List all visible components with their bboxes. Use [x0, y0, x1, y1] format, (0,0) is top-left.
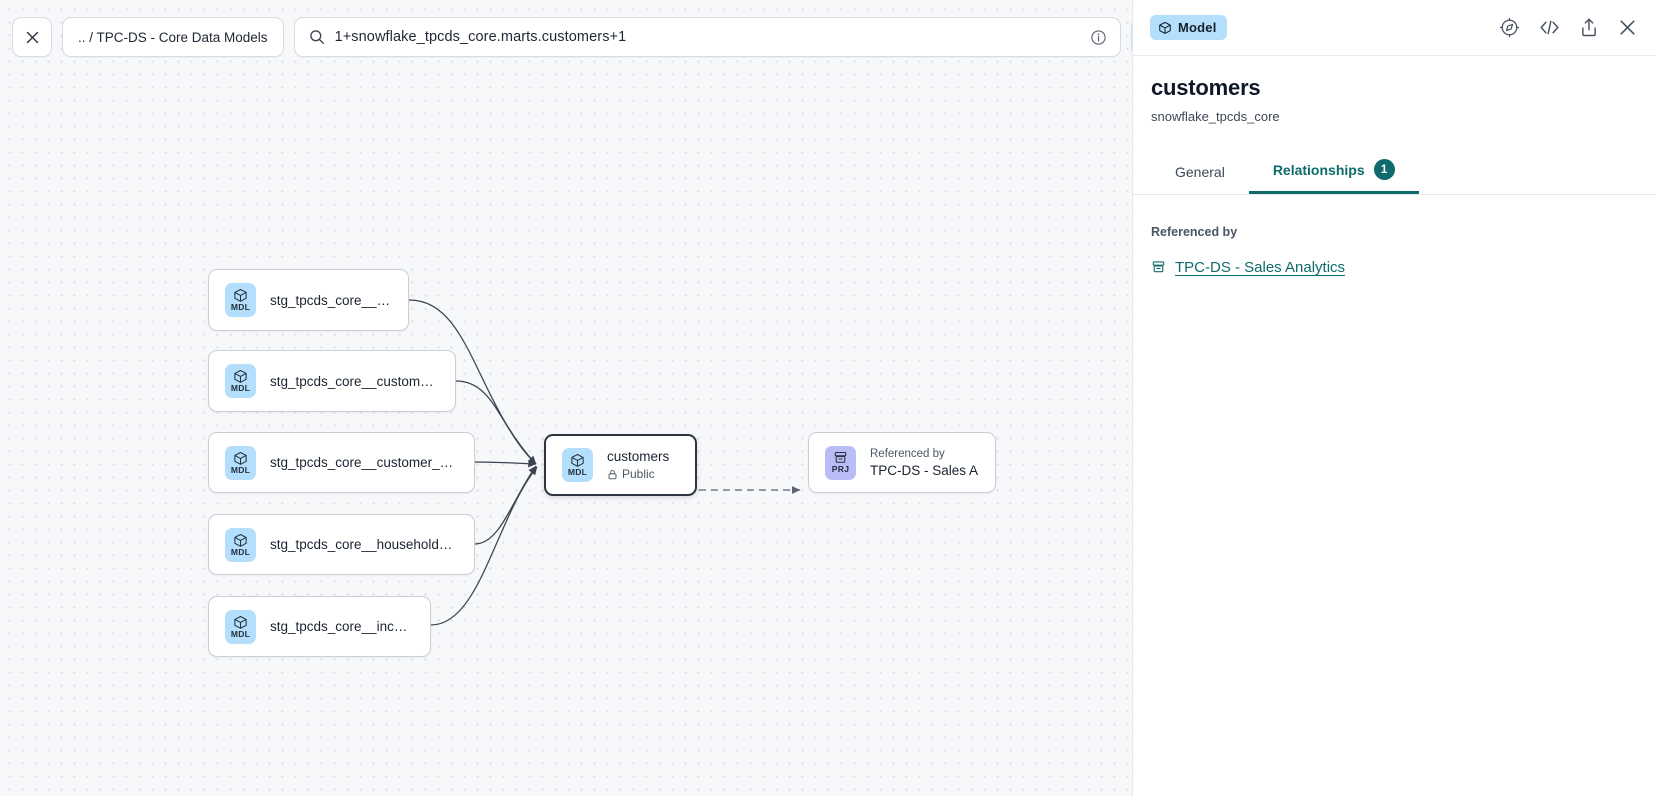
model-chip: MDL [225, 283, 256, 317]
search-icon [309, 30, 324, 44]
lineage-edges [408, 299, 801, 626]
graph-node-upstream[interactable]: MDL stg_tpcds_core__customer_demogra… [208, 432, 475, 493]
graph-node-focus[interactable]: MDL customers Public [544, 434, 697, 496]
graph-node-upstream[interactable]: MDL stg_tpcds_core__household_demogr… [208, 514, 475, 575]
tab-label: Relationships [1272, 161, 1365, 178]
panel-tabs: General Relationships 1 [1133, 149, 1656, 195]
model-chip: MDL [225, 364, 256, 398]
refresh-button[interactable] [1130, 17, 1132, 57]
chip-code: MDL [230, 464, 251, 475]
node-label: stg_tpcds_core__customer_demogra… [270, 455, 458, 470]
model-chip: MDL [562, 448, 593, 482]
tab-relationships[interactable]: Relationships 1 [1248, 149, 1419, 194]
tab-general[interactable]: General [1151, 154, 1249, 194]
reference-link[interactable]: TPC-DS - Sales Analytics [1175, 259, 1346, 276]
page-title: customers [1151, 75, 1261, 100]
node-title: TPC-DS - Sales Analytics [870, 462, 979, 478]
chip-code: PRJ [831, 464, 850, 474]
panel-actions [1499, 17, 1638, 38]
chip-code: MDL [230, 302, 251, 312]
panel-header: customers snowflake_tpcds_core [1133, 56, 1656, 124]
cube-icon [234, 451, 247, 465]
model-chip: MDL [225, 445, 256, 480]
cube-icon [234, 533, 247, 547]
model-chip: MDL [225, 527, 256, 562]
close-lineage-button[interactable] [12, 17, 52, 57]
info-icon[interactable] [1090, 29, 1107, 46]
panel-subtitle: snowflake_tpcds_core [1151, 109, 1280, 124]
graph-node-upstream[interactable]: MDL stg_tpcds_core__income_band [208, 596, 431, 657]
code-icon[interactable] [1538, 18, 1561, 37]
list-item[interactable]: TPC-DS - Sales Analytics [1151, 259, 1638, 276]
node-title: customers [607, 449, 670, 464]
archive-icon [1152, 261, 1165, 273]
cube-icon [234, 369, 247, 383]
node-body: customers Public [607, 449, 669, 481]
cube-icon [234, 288, 247, 302]
close-icon[interactable] [1617, 17, 1638, 38]
project-chip: PRJ [825, 445, 856, 480]
search-input[interactable] [334, 29, 1080, 45]
model-chip: MDL [225, 609, 256, 644]
panel-toolbar: Model [1133, 0, 1656, 56]
node-label: stg_tpcds_core__income_band [270, 619, 414, 634]
visibility-label: Public [622, 467, 655, 481]
cube-icon [1159, 21, 1171, 34]
lineage-canvas[interactable]: .. / TPC-DS - Core Data Models [0, 0, 1132, 796]
status-badge-label: Model [1178, 20, 1217, 35]
node-kicker: Referenced by [870, 447, 945, 460]
node-label: stg_tpcds_core__household_demogr… [270, 537, 458, 552]
details-panel: Model [1132, 0, 1656, 796]
cube-icon [234, 615, 247, 629]
tab-badge: 1 [1373, 159, 1395, 180]
panel-body: Referenced by TPC-DS - Sales Analytics [1133, 195, 1656, 796]
explore-icon[interactable] [1499, 17, 1520, 38]
chip-code: MDL [230, 628, 251, 639]
chip-code: MDL [567, 467, 588, 477]
graph-node-upstream[interactable]: MDL stg_tpcds_core__customer [208, 269, 409, 331]
lineage-search[interactable] [293, 17, 1121, 57]
node-body: Referenced by TPC-DS - Sales Analytics [870, 448, 979, 478]
chip-code: MDL [230, 546, 251, 557]
status-badge: Model [1150, 15, 1227, 40]
graph-node-project[interactable]: PRJ Referenced by TPC-DS - Sales Analyti… [808, 432, 996, 493]
node-visibility: Public [607, 467, 669, 481]
node-label: stg_tpcds_core__customer_address [270, 373, 439, 389]
breadcrumb[interactable]: .. / TPC-DS - Core Data Models [62, 17, 284, 57]
cube-icon [571, 453, 584, 467]
tab-label: General [1175, 164, 1225, 180]
graph-node-upstream[interactable]: MDL stg_tpcds_core__customer_address [208, 350, 456, 412]
canvas-toolbar: .. / TPC-DS - Core Data Models [12, 17, 1132, 57]
close-icon [26, 31, 38, 43]
node-label: stg_tpcds_core__customer [270, 292, 392, 308]
section-label: Referenced by [1151, 225, 1238, 239]
chip-code: MDL [230, 383, 251, 393]
share-icon[interactable] [1579, 17, 1599, 38]
lock-icon [608, 469, 617, 479]
archive-icon [834, 451, 847, 463]
